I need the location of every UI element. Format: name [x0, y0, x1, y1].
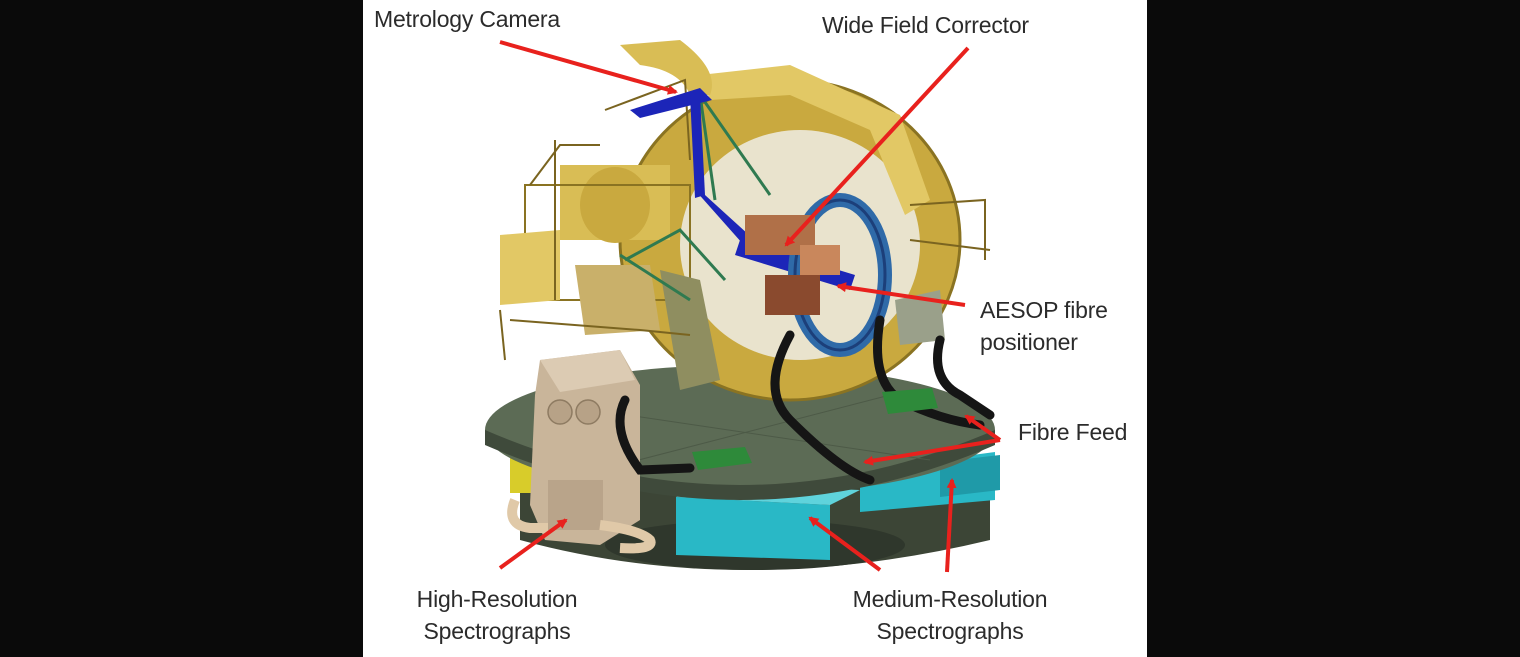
label-aesop-fibre-positioner: AESOP fibre positioner — [980, 294, 1108, 358]
arrow-aesop — [836, 282, 966, 307]
label-high-res-line2: Spectrographs — [423, 618, 571, 644]
arrow-fibre-feed-2 — [863, 438, 1001, 466]
label-aesop-line1: AESOP fibre — [980, 297, 1108, 323]
aesop-positioner — [745, 193, 892, 357]
arrow-fibre-feed-1 — [964, 414, 1002, 442]
label-arrows — [498, 40, 1002, 573]
label-aesop-line2: positioner — [980, 329, 1078, 355]
label-medium-resolution-spectrographs: Medium-Resolution Spectrographs — [832, 583, 1068, 647]
green-boxes — [692, 388, 938, 470]
arrow-wide-field-corrector — [784, 46, 970, 247]
telescope-structure — [500, 40, 962, 402]
metrology-camera-arm — [630, 88, 855, 290]
scaffolding — [499, 78, 991, 361]
label-wide-field-corrector: Wide Field Corrector — [822, 12, 1029, 38]
fibre-feed-cables — [615, 315, 995, 485]
arrow-medium-res-2 — [945, 478, 957, 573]
arrow-high-res — [498, 518, 568, 570]
label-fibre-feed: Fibre Feed — [1018, 419, 1128, 445]
green-truss — [619, 94, 772, 302]
label-metrology-camera: Metrology Camera — [374, 6, 560, 32]
arrow-medium-res-1 — [808, 516, 882, 572]
arrow-metrology-camera — [499, 40, 678, 95]
label-high-res-line1: High-Resolution — [416, 586, 578, 612]
label-medium-res-line2: Spectrographs — [876, 618, 1024, 644]
label-medium-res-line1: Medium-Resolution — [852, 586, 1048, 612]
label-high-resolution-spectrographs: High-Resolution Spectrographs — [400, 583, 594, 647]
